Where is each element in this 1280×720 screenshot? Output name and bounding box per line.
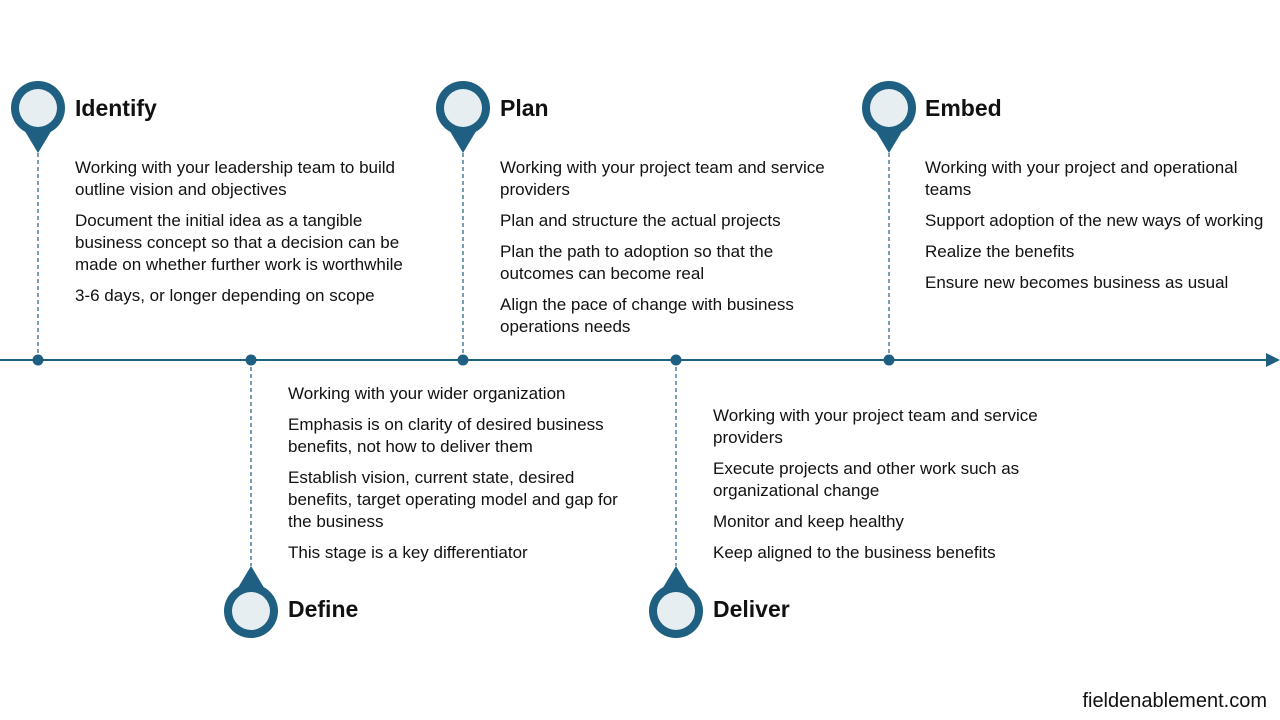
pin-tail-identify: [23, 128, 53, 153]
stage-point: Align the pace of change with business o…: [500, 295, 794, 336]
pin-center-plan: [444, 89, 482, 127]
stage-point: Working with your project and operationa…: [925, 158, 1238, 199]
stage-points-deliver: Working with your project team and servi…: [713, 405, 1068, 573]
stage-point: Working with your project team and servi…: [713, 406, 1038, 447]
timeline-dot-deliver: [670, 354, 682, 366]
stage-title-identify: Identify: [75, 95, 157, 121]
stage-title-plan: Plan: [500, 95, 549, 121]
stage-points-plan: Working with your project team and servi…: [500, 157, 830, 347]
stage-point: Plan and structure the actual projects: [500, 211, 781, 230]
pin-tail-plan: [448, 128, 478, 153]
pin-center-embed: [870, 89, 908, 127]
pin-center-define: [232, 592, 270, 630]
arrow-right-icon: [1266, 353, 1280, 367]
stage-title-deliver: Deliver: [713, 596, 790, 622]
stage-point: 3-6 days, or longer depending on scope: [75, 286, 375, 305]
stage-point: Working with your wider organization: [288, 384, 566, 403]
stage-point: Working with your project team and servi…: [500, 158, 825, 199]
stage-point: Document the initial idea as a tangible …: [75, 211, 403, 274]
stage-point: Ensure new becomes business as usual: [925, 273, 1229, 292]
pin-tail-embed: [874, 128, 904, 153]
stage-points-embed: Working with your project and operationa…: [925, 157, 1270, 303]
stage-point: Realize the benefits: [925, 242, 1075, 261]
site-watermark: fieldenablement.com: [1082, 690, 1267, 712]
stage-point: Monitor and keep healthy: [713, 512, 904, 531]
stage-point: Establish vision, current state, desired…: [288, 468, 618, 531]
stage-point: Support adoption of the new ways of work…: [925, 211, 1264, 230]
stage-point: Keep aligned to the business benefits: [713, 543, 996, 562]
stage-point: Working with your leadership team to bui…: [75, 158, 396, 199]
pin-tail-deliver: [661, 566, 691, 591]
pin-center-identify: [19, 89, 57, 127]
stage-point: This stage is a key differentiator: [288, 543, 528, 562]
pin-tail-define: [236, 566, 266, 591]
timeline-dot-embed: [883, 354, 895, 366]
stage-point: Plan the path to adoption so that the ou…: [500, 242, 774, 283]
stage-point: Emphasis is on clarity of desired busine…: [288, 415, 604, 456]
stage-title-embed: Embed: [925, 95, 1002, 121]
timeline-dot-identify: [32, 354, 44, 366]
pin-center-deliver: [657, 592, 695, 630]
timeline-dot-plan: [457, 354, 469, 366]
stage-point: Execute projects and other work such as …: [713, 459, 1020, 500]
stage-points-identify: Working with your leadership team to bui…: [75, 157, 420, 316]
timeline-dot-define: [245, 354, 257, 366]
stage-title-define: Define: [288, 596, 359, 622]
stage-points-define: Working with your wider organization Emp…: [288, 383, 643, 573]
